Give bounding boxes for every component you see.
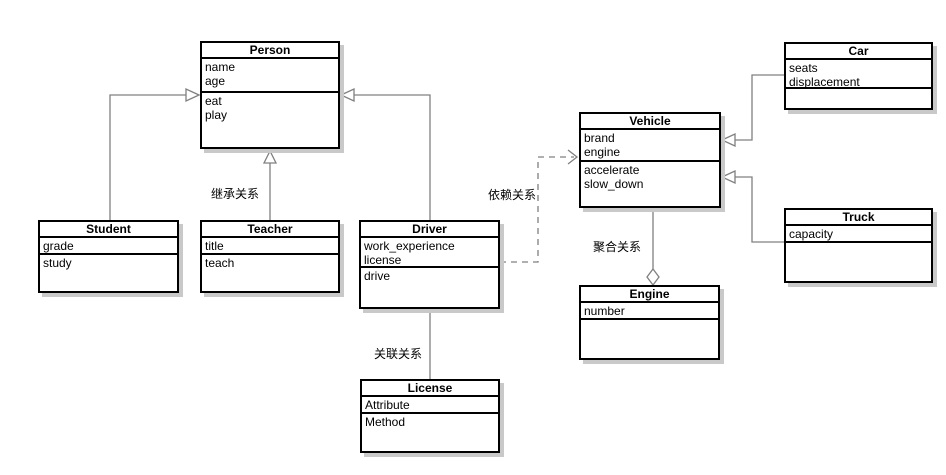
class-teacher[interactable]: Teacher title teach [200, 220, 340, 293]
hollow-triangle-arrowhead [720, 169, 736, 185]
attribute: displacement [789, 75, 860, 87]
hollow-triangle-arrowhead [185, 87, 201, 103]
hollow-triangle-arrowhead [339, 87, 355, 103]
inheritance-edge-driver-person[interactable] [339, 87, 431, 220]
dependency-edge-driver-vehicle[interactable] [500, 149, 579, 263]
class-title: License [407, 381, 453, 395]
class-title: Vehicle [629, 114, 671, 128]
class-attributes: capacity [786, 224, 931, 241]
class-title: Driver [412, 222, 447, 236]
class-title: Engine [629, 287, 670, 301]
method: teach [205, 256, 235, 270]
label-inheritance[interactable]: 继承关系 [211, 187, 260, 201]
method: play [205, 108, 228, 122]
class-title: Teacher [247, 222, 293, 236]
class-title: Person [249, 43, 291, 57]
class-methods [786, 87, 931, 108]
attribute: brand [584, 131, 615, 145]
hollow-triangle-arrowhead [262, 149, 278, 164]
attribute: engine [584, 145, 621, 159]
class-vehicle[interactable]: Vehicle brand engine accelerate slow_dow… [579, 112, 721, 208]
class-student[interactable]: Student grade study [38, 220, 179, 293]
attribute: name [205, 60, 236, 74]
label-aggregation[interactable]: 聚合关系 [593, 240, 642, 254]
class-attributes: work_experience license [361, 236, 498, 266]
aggregation-edge-vehicle-engine[interactable] [646, 208, 660, 287]
class-title: Student [86, 222, 131, 236]
hollow-diamond [646, 267, 660, 287]
class-methods: teach [202, 253, 338, 291]
label-association[interactable]: 关联关系 [374, 347, 423, 361]
attribute: seats [789, 61, 818, 75]
attribute: age [205, 74, 226, 88]
attribute: capacity [789, 227, 834, 241]
inheritance-edge-truck-vehicle[interactable] [720, 169, 784, 243]
attribute: grade [43, 239, 74, 253]
class-title: Truck [842, 210, 875, 224]
method: accelerate [584, 163, 640, 177]
attribute: Attribute [365, 398, 410, 412]
method: slow_down [584, 177, 644, 191]
inheritance-edge-teacher-person[interactable] [262, 149, 278, 220]
label-dependency[interactable]: 依赖关系 [488, 188, 537, 202]
inheritance-edge-car-vehicle[interactable] [720, 74, 784, 148]
class-car[interactable]: Car seats displacement [784, 42, 933, 110]
class-methods: Method [362, 412, 498, 451]
class-attributes: number [581, 301, 718, 318]
method: Method [365, 415, 406, 429]
method: eat [205, 94, 222, 108]
class-person[interactable]: Person name age eat play [200, 41, 340, 149]
method: study [43, 256, 72, 270]
method: drive [364, 269, 391, 283]
class-methods: drive [361, 266, 498, 307]
attribute: license [364, 253, 402, 266]
class-methods [581, 318, 718, 358]
hollow-triangle-arrowhead [720, 132, 736, 148]
class-attributes: name age [202, 57, 338, 91]
class-title: Car [848, 44, 869, 58]
class-attributes: brand engine [581, 128, 719, 160]
class-methods: accelerate slow_down [581, 160, 719, 206]
class-attributes: seats displacement [786, 58, 931, 87]
attribute: title [205, 239, 224, 253]
open-arrowhead [567, 149, 579, 165]
class-attributes: title [202, 236, 338, 253]
class-driver[interactable]: Driver work_experience license drive [359, 220, 500, 309]
class-methods: study [40, 253, 177, 291]
class-truck[interactable]: Truck capacity [784, 208, 933, 283]
class-attributes: grade [40, 236, 177, 253]
class-attributes: Attribute [362, 395, 498, 412]
class-engine[interactable]: Engine number [579, 285, 720, 360]
inheritance-edge-student-person[interactable] [109, 87, 201, 220]
attribute: work_experience [364, 239, 455, 253]
attribute: number [584, 304, 625, 318]
class-methods: eat play [202, 91, 338, 147]
class-methods [786, 241, 931, 281]
class-license[interactable]: License Attribute Method [360, 379, 500, 453]
